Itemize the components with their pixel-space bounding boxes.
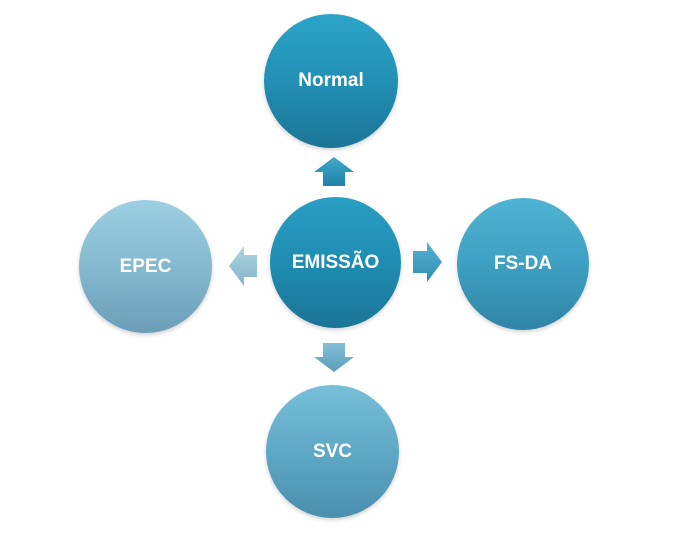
node-fs-da-label: FS-DA <box>493 253 553 274</box>
node-epec: EPEC <box>79 200 212 333</box>
node-svc: SVC <box>266 385 399 518</box>
node-emissao: EMISSÃO <box>270 197 401 328</box>
arrow-down-icon <box>314 343 354 372</box>
arrow-up-icon <box>314 157 354 186</box>
arrow-left-icon <box>229 246 257 286</box>
node-fs-da: FS-DA <box>457 198 589 330</box>
node-normal-label: Normal <box>298 70 364 91</box>
node-svc-label: SVC <box>312 440 353 462</box>
node-epec-label: EPEC <box>119 255 172 277</box>
node-emissao-label: EMISSÃO <box>291 251 380 273</box>
arrow-right-icon <box>413 242 442 282</box>
node-normal: Normal <box>264 14 398 148</box>
